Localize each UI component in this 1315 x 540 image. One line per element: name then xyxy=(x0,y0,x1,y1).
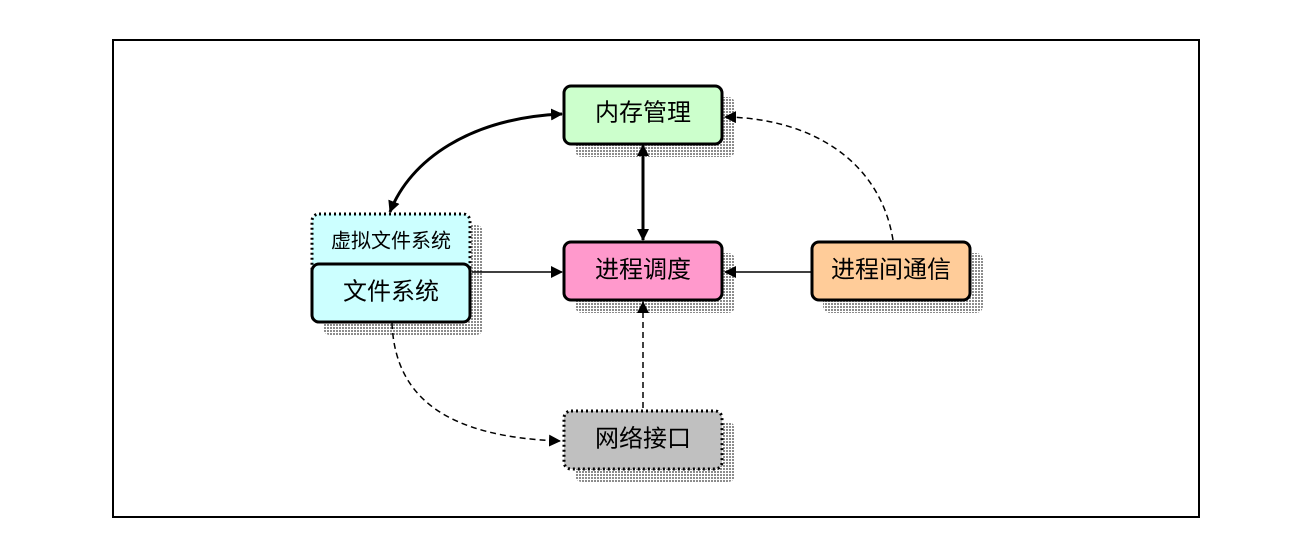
node-ipc-box xyxy=(810,240,972,302)
node-memory: 内存管理 xyxy=(562,84,724,146)
node-fs-box xyxy=(310,262,472,324)
node-network-label: 网络接口 xyxy=(595,425,691,453)
node-ipc-label: 进程间通信 xyxy=(831,256,951,284)
node-vfs-label: 虚拟文件系统 xyxy=(331,229,451,253)
edge-fs-network xyxy=(391,322,561,447)
node-scheduler-label: 进程调度 xyxy=(595,256,691,284)
edge-ipc-memory xyxy=(724,111,894,241)
node-fs: 文件系统 xyxy=(310,262,472,324)
node-memory-label: 内存管理 xyxy=(595,99,691,127)
node-ipc: 进程间通信 xyxy=(810,240,972,302)
node-fs-label: 文件系统 xyxy=(343,278,439,306)
node-network-box xyxy=(562,409,724,471)
edge-fs-memory xyxy=(388,108,563,213)
node-scheduler-box xyxy=(562,240,724,302)
node-scheduler: 进程调度 xyxy=(562,240,724,302)
node-network: 网络接口 xyxy=(562,409,724,471)
node-memory-box xyxy=(562,84,724,146)
edges xyxy=(388,108,894,447)
